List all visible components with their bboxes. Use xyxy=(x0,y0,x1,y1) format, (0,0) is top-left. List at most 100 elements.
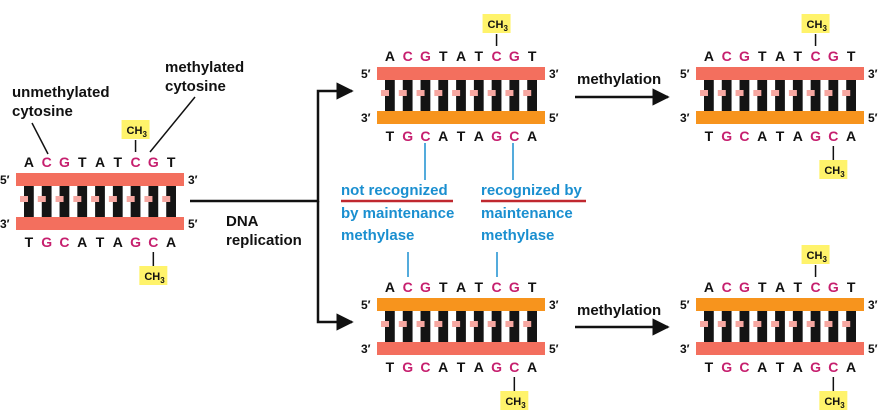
base-pair-bond xyxy=(73,196,82,202)
base-pair-rung xyxy=(739,80,750,111)
base-pair-rung xyxy=(456,311,466,342)
base-pair-bond xyxy=(523,321,532,327)
base-pair-bond xyxy=(806,90,815,96)
bottom-base: C xyxy=(509,128,519,144)
base-pair-rung xyxy=(704,80,714,111)
methylated-label-line1: methylated xyxy=(165,59,244,76)
base-pair-rung xyxy=(456,80,466,111)
base-pair-rung xyxy=(721,80,732,111)
base-pair-rung xyxy=(828,80,839,111)
top-base: T xyxy=(793,279,802,295)
base-pair-rung xyxy=(148,186,159,217)
bottom-base: G xyxy=(721,359,732,375)
base-pair-bond xyxy=(452,321,461,327)
unmethylated-label-line1: unmethylated xyxy=(12,84,110,101)
base-pair-bond xyxy=(717,321,726,327)
base-pair-bond xyxy=(505,90,514,96)
base-pair-rung xyxy=(166,186,176,217)
unmethylated-label-line2: cytosine xyxy=(12,103,73,120)
replication-branch-line-lower xyxy=(316,201,354,331)
base-pair-rung xyxy=(438,311,449,342)
bottom-base: G xyxy=(491,359,502,375)
base-pair-rung xyxy=(721,311,732,342)
top-base: T xyxy=(528,279,537,295)
top-base: A xyxy=(704,48,714,64)
bottom-base: G xyxy=(810,359,821,375)
bottom-base: G xyxy=(41,234,52,250)
base-pair-rung xyxy=(810,80,821,111)
bottom-base: A xyxy=(757,128,767,144)
top-base: C xyxy=(130,154,140,170)
methyl-group-bottom-badge xyxy=(819,160,848,179)
three-prime-label: 3′ xyxy=(549,298,559,312)
base-pair-rung xyxy=(828,311,839,342)
bottom-base: C xyxy=(420,359,430,375)
three-prime-label: 3′ xyxy=(680,342,690,356)
bottom-base: C xyxy=(420,128,430,144)
bottom-base: T xyxy=(457,128,466,144)
base-pair-rung xyxy=(509,311,520,342)
methyl-group-top-text: CH3 xyxy=(488,19,509,33)
base-pair-rung xyxy=(130,186,141,217)
base-pair-bond xyxy=(416,321,425,327)
base-pair-bond xyxy=(717,90,726,96)
recognized-line1: recognized by xyxy=(481,182,583,199)
recognized-line2: maintenance xyxy=(481,205,573,222)
base-pair-rung xyxy=(41,186,52,217)
top-base: G xyxy=(420,48,431,64)
five-prime-label: 5′ xyxy=(549,111,559,125)
methyl-group-bottom-text: CH3 xyxy=(505,396,526,410)
five-prime-label: 5′ xyxy=(188,217,198,231)
top-base: C xyxy=(491,48,501,64)
base-pair-rung xyxy=(792,311,803,342)
bottom-base: G xyxy=(810,128,821,144)
top-base: G xyxy=(509,279,520,295)
methyl-group-top-text: CH3 xyxy=(807,19,828,33)
top-base: T xyxy=(113,154,122,170)
base-pair-bond xyxy=(788,321,797,327)
methyl-group-bottom-badge xyxy=(819,391,848,410)
base-pair-rung xyxy=(438,80,449,111)
base-pair-rung xyxy=(704,311,714,342)
base-pair-bond xyxy=(753,321,762,327)
top-base: C xyxy=(403,48,413,64)
top-base: T xyxy=(847,279,856,295)
base-pair-rung xyxy=(473,80,484,111)
base-pair-bond xyxy=(469,321,478,327)
methyl-group-top-badge xyxy=(482,14,511,33)
bottom-base: C xyxy=(739,359,749,375)
bottom-base: A xyxy=(438,128,448,144)
bottom-strand xyxy=(16,217,184,230)
base-pair-rung xyxy=(402,80,413,111)
top-base: C xyxy=(810,48,820,64)
base-pair-bond xyxy=(735,90,744,96)
bottom-base: A xyxy=(757,359,767,375)
bottom-strand xyxy=(696,342,864,355)
methylated-label-line2: cytosine xyxy=(165,78,226,95)
not-recognized-line2: by maintenance xyxy=(341,205,454,222)
base-pair-bond xyxy=(771,90,780,96)
base-pair-bond xyxy=(416,90,425,96)
base-pair-rung xyxy=(846,80,856,111)
base-pair-rung xyxy=(792,80,803,111)
base-pair-rung xyxy=(509,80,520,111)
methyl-group-top-badge xyxy=(801,14,830,33)
five-prime-label: 5′ xyxy=(680,298,690,312)
bottom-base: T xyxy=(457,359,466,375)
top-base: G xyxy=(828,48,839,64)
base-pair-bond xyxy=(37,196,46,202)
top-base: A xyxy=(456,48,466,64)
bottom-base: A xyxy=(474,128,484,144)
base-pair-bond xyxy=(487,90,496,96)
bottom-base: C xyxy=(828,128,838,144)
bottom-base: A xyxy=(474,359,484,375)
base-pair-bond xyxy=(91,196,100,202)
top-base: A xyxy=(95,154,105,170)
base-pair-rung xyxy=(385,80,395,111)
bottom-base: T xyxy=(705,128,714,144)
bottom-base: A xyxy=(166,234,176,250)
five-prime-label: 5′ xyxy=(549,342,559,356)
bottom-base: A xyxy=(77,234,87,250)
